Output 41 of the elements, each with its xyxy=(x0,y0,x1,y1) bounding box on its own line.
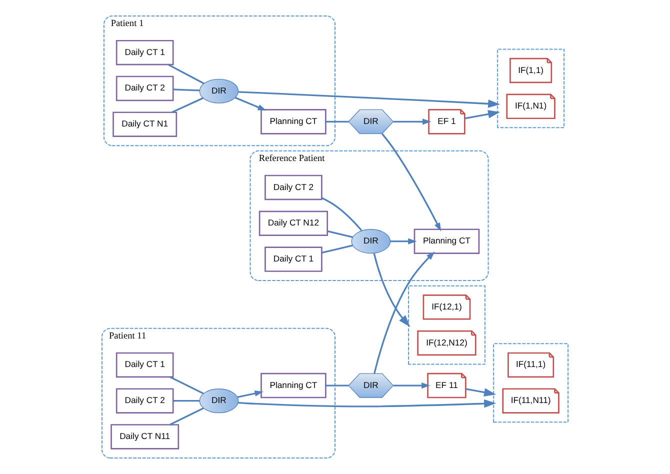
node-box: Daily CT 2 xyxy=(116,388,174,414)
arrow xyxy=(238,399,496,408)
connector xyxy=(173,400,200,402)
connector xyxy=(170,407,204,426)
connector xyxy=(322,244,353,254)
node-ellipse: DIR xyxy=(351,229,391,254)
node-box: Daily CT 1 xyxy=(116,352,174,378)
arrow xyxy=(235,96,266,111)
node-box: Daily CT 2 xyxy=(264,174,322,200)
arrow xyxy=(393,118,432,125)
connector xyxy=(321,197,362,232)
connector xyxy=(168,64,204,84)
arrow xyxy=(373,253,410,327)
node-box: Daily CT N12 xyxy=(258,210,328,236)
node-ellipse: DIR xyxy=(199,388,239,414)
node-box: Daily CT 1 xyxy=(116,40,174,66)
connector xyxy=(326,384,349,386)
connector xyxy=(327,230,353,238)
arrow xyxy=(466,388,496,396)
node-box: Daily CT 1 xyxy=(264,246,322,272)
connector xyxy=(326,120,349,123)
arrow xyxy=(393,382,430,389)
arrow xyxy=(382,133,442,232)
node-box: Planning CT xyxy=(414,228,480,254)
node-box: Planning CT xyxy=(260,109,326,134)
node-box: Daily CT N1 xyxy=(112,112,178,137)
cluster xyxy=(408,285,486,365)
arrow xyxy=(237,390,264,398)
cluster xyxy=(493,343,569,423)
connector xyxy=(170,376,204,394)
node-box: Planning CT xyxy=(260,372,326,398)
node-box: Daily CT N11 xyxy=(110,424,180,450)
connector xyxy=(173,88,200,92)
node-box: Daily CT 2 xyxy=(116,76,174,102)
arrow xyxy=(374,252,435,374)
cluster xyxy=(497,48,565,128)
arrow xyxy=(238,91,500,108)
connector xyxy=(171,97,204,114)
arrow xyxy=(390,238,417,244)
arrow xyxy=(464,110,500,120)
node-ellipse: DIR xyxy=(199,78,239,104)
